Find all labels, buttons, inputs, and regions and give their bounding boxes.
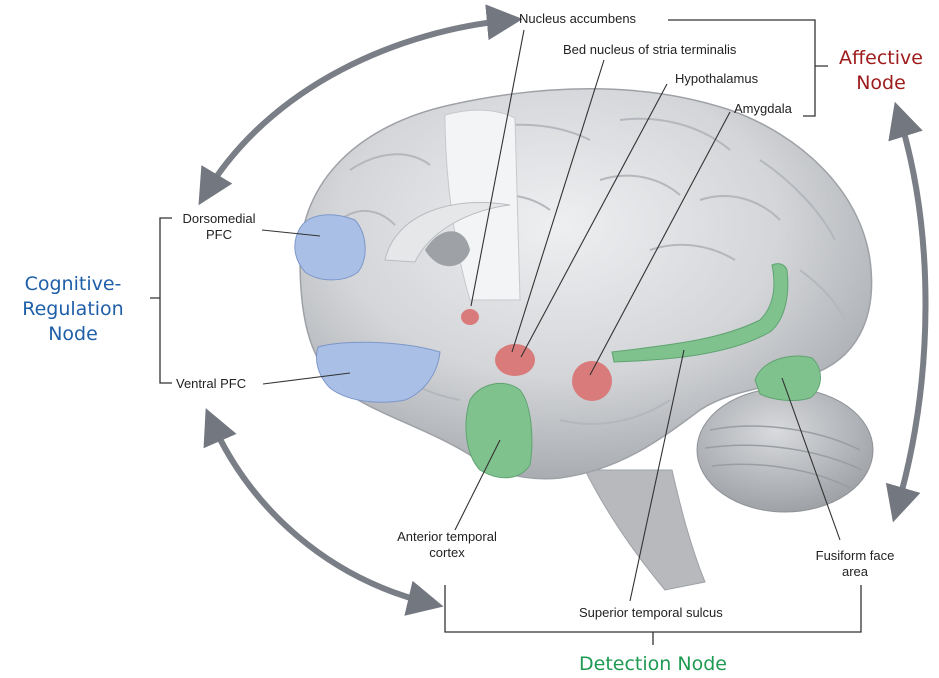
brain-illustration: [295, 89, 873, 590]
detection-node-label: Detection Node: [540, 652, 766, 677]
anterior-temporal-region: [466, 383, 532, 477]
cognitive-bracket: [150, 218, 172, 383]
label-bed-nucleus: Bed nucleus of stria terminalis: [563, 42, 736, 58]
label-dorsomedial-pfc: Dorsomedial PFC: [176, 211, 262, 243]
label-ventral-pfc: Ventral PFC: [176, 376, 246, 392]
dorsomedial-pfc-region: [295, 215, 365, 280]
nucleus-accumbens-region: [461, 309, 479, 325]
cerebellum: [697, 388, 873, 512]
arrow-affective-detection: [896, 112, 926, 512]
affective-node-label: Affective Node: [826, 46, 936, 96]
label-nucleus-accumbens: Nucleus accumbens: [519, 11, 636, 27]
label-anterior-temporal: Anterior temporal cortex: [377, 529, 517, 561]
amygdala-region: [572, 361, 612, 401]
label-fusiform: Fusiform face area: [800, 548, 910, 580]
hypothalamus-region: [495, 344, 535, 376]
label-superior-temporal: Superior temporal sulcus: [579, 605, 723, 621]
arrow-detection-cognitive: [210, 418, 433, 604]
cognitive-regulation-node-label: Cognitive- Regulation Node: [4, 272, 142, 347]
label-amygdala: Amygdala: [734, 101, 792, 117]
label-hypothalamus: Hypothalamus: [675, 71, 758, 87]
